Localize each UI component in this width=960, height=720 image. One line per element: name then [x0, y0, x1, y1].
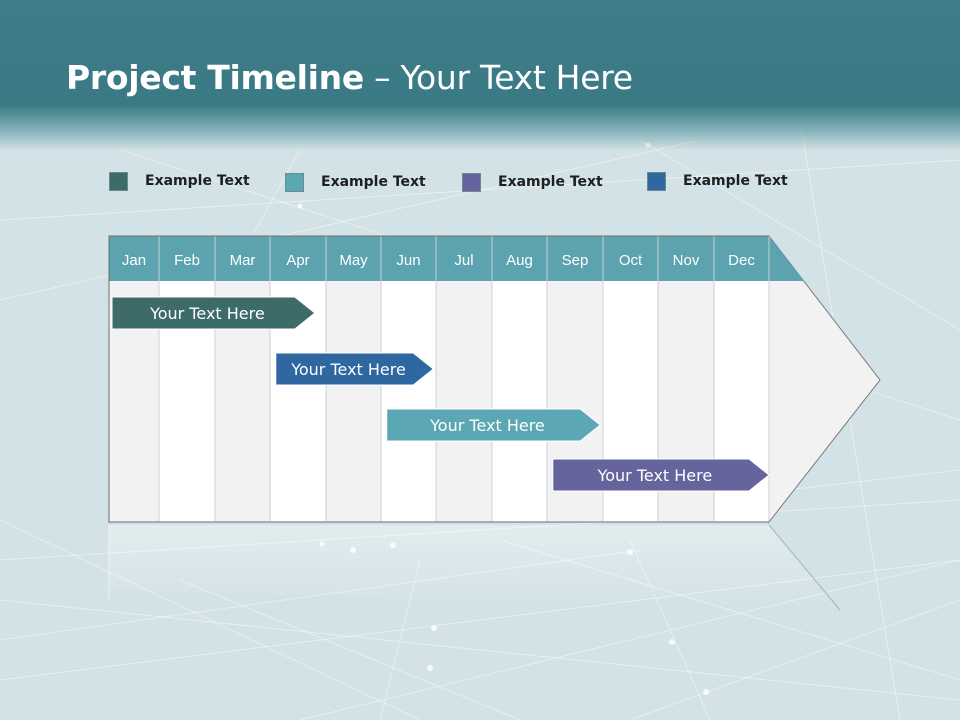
legend-swatch	[285, 172, 304, 192]
month-label-mar: Mar	[230, 252, 256, 269]
legend-swatch	[647, 171, 666, 191]
task-bar-3	[386, 408, 602, 442]
month-label-may: May	[339, 252, 368, 269]
arrow-head-band	[769, 236, 804, 281]
legend-label: Example Text	[145, 173, 250, 189]
month-header-cell	[159, 236, 215, 281]
page-title: Project Timeline – Your Text Here	[66, 58, 633, 97]
timeline-body: Jan Feb Mar Apr May Jun Jul Aug Sep Oct Nov DecYour…	[108, 234, 881, 611]
month-column	[436, 281, 492, 522]
month-header-cell	[270, 236, 326, 281]
legend-label: Example Text	[321, 174, 426, 190]
legend-item-1: Example Text	[109, 170, 250, 192]
legend-swatch	[462, 172, 481, 192]
legend-swatch	[109, 171, 128, 191]
task-bar-label: Your Text Here	[149, 304, 265, 323]
reflection-edge	[768, 524, 841, 611]
title-rest: – Your Text Here	[363, 58, 633, 97]
month-label-dec: Dec	[728, 252, 755, 269]
month-label-jun: Jun	[396, 252, 420, 269]
month-label-jul: Jul	[454, 252, 473, 269]
legend-label: Example Text	[683, 173, 788, 189]
task-bar-label: Your Text Here	[429, 416, 545, 435]
month-header-cell	[215, 236, 270, 281]
month-label-oct: Oct	[619, 252, 643, 269]
task-bar-2	[275, 352, 435, 386]
month-label-aug: Aug	[506, 252, 533, 269]
task-bar-label: Your Text Here	[597, 466, 713, 485]
month-header-cell	[714, 236, 769, 281]
title-bold: Project Timeline	[66, 58, 364, 97]
month-header-cell	[436, 236, 492, 281]
task-bar-label: Your Text Here	[290, 360, 406, 379]
month-header-cell	[326, 236, 381, 281]
timeline-outline	[108, 235, 769, 523]
header-band: Project Timeline – Your Text Here	[0, 0, 960, 150]
month-header-cell	[381, 236, 436, 281]
month-header-cell	[547, 236, 603, 281]
month-label-apr: Apr	[286, 252, 309, 269]
month-header-cell	[603, 236, 658, 281]
task-bar-4	[552, 458, 770, 492]
legend-item-3: Example Text	[462, 171, 603, 193]
month-label-nov: Nov	[673, 252, 700, 269]
legend-item-2: Example Text	[285, 171, 426, 193]
timeline-reflection	[109, 525, 840, 610]
legend-label: Example Text	[498, 174, 603, 190]
month-header-cell	[658, 236, 714, 281]
month-column	[381, 281, 436, 522]
month-header-cell	[492, 236, 547, 281]
month-label-jan: Jan	[122, 252, 146, 269]
month-header-cell	[109, 236, 159, 281]
month-column	[326, 281, 381, 522]
month-label-sep: Sep	[562, 252, 589, 269]
month-label-feb: Feb	[174, 252, 200, 269]
month-column	[492, 281, 547, 522]
legend-item-4: Example Text	[647, 170, 788, 192]
task-bar-1	[111, 296, 316, 330]
